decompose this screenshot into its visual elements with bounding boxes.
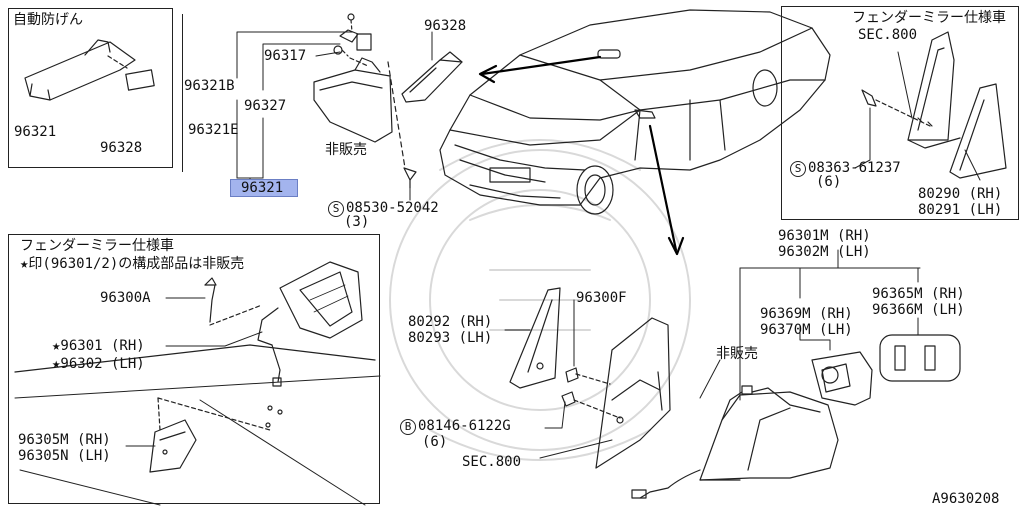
- cover-96328-drawing: [402, 52, 462, 102]
- part-label-96300a: 96300A: [100, 290, 151, 306]
- part-label-96321e: 96321E: [188, 122, 239, 138]
- diagram-id: A9630208: [932, 491, 1000, 507]
- screw-s-prefix-top: S: [790, 161, 806, 177]
- part-label-80293: 80293 (LH): [408, 330, 493, 346]
- part-label-96305n: 96305N (LH): [18, 448, 111, 464]
- fender-mirror-title-bottom: フェンダーミラー仕様車: [20, 238, 174, 254]
- part-label-96321-highlighted[interactable]: 96321: [229, 179, 299, 197]
- part-label-96370m: 96370M (LH): [760, 322, 853, 338]
- auto-dimming-title: 自動防げん: [13, 12, 83, 28]
- part-label-96328-top: 96328: [424, 18, 467, 34]
- inner-mirror-drawing: [314, 14, 416, 188]
- fender-mirror-panel-top: [781, 6, 1019, 220]
- part-label-96302m: 96302M (LH): [778, 244, 871, 260]
- part-label-80291: 80291 (LH): [918, 202, 1003, 218]
- leader-lines-inner-mirror: [237, 32, 432, 200]
- auto-dimming-mirror-drawing: [25, 40, 154, 100]
- part-label-96305m: 96305M (RH): [18, 432, 111, 448]
- fender-mirror-drawing: [15, 262, 380, 505]
- screw-s-prefix: S: [328, 201, 344, 217]
- part-label-96301: ★96301 (RH): [52, 338, 145, 354]
- not-sold-label: 非販売: [325, 142, 367, 158]
- inner-mirror-panel-frame: [182, 14, 346, 172]
- screw-part-number: 08530-52042: [346, 200, 439, 216]
- fender-mirror-panel-bottom: [8, 234, 380, 504]
- bolt-08146-qty: (6): [422, 434, 448, 450]
- part-label-96321: 96321: [14, 124, 57, 140]
- part-label-80290: 80290 (RH): [918, 186, 1003, 202]
- bolt-b-prefix: B: [400, 419, 416, 435]
- screw-08530-qty: (3): [344, 214, 370, 230]
- sec-800-label-top: SEC.800: [858, 27, 918, 43]
- part-label-96369m: 96369M (RH): [760, 306, 853, 322]
- non-sale-note: ★印(96301/2)の構成部品は非販売: [20, 256, 245, 272]
- not-sold-label-door: 非販売: [716, 346, 758, 362]
- screw-08363-part: 08363-61237: [808, 160, 901, 176]
- part-label-80292: 80292 (RH): [408, 314, 493, 330]
- part-label-96300f: 96300F: [576, 290, 627, 306]
- auto-dimming-panel: [8, 8, 173, 168]
- fender-mirror-bracket-drawing: [855, 32, 1006, 180]
- part-label-96327: 96327: [244, 98, 287, 114]
- watermark-emblem: [390, 140, 690, 460]
- pointer-arrows: [480, 57, 683, 254]
- part-label-96365m: 96365M (RH): [872, 286, 965, 302]
- part-label-96366m: 96366M (LH): [872, 302, 965, 318]
- part-label-96301m: 96301M (RH): [778, 228, 871, 244]
- car-illustration: [440, 10, 830, 214]
- part-label-96321b: 96321B: [184, 78, 235, 94]
- door-mirror-drawing: [505, 250, 960, 498]
- part-label-96317: 96317: [264, 48, 307, 64]
- sec-800-label-bottom: SEC.800: [462, 454, 522, 470]
- bolt-08146-part: 08146-6122G: [418, 418, 511, 434]
- fender-mirror-title-top: フェンダーミラー仕様車: [852, 10, 1006, 26]
- screw-08363-qty: (6): [816, 174, 842, 190]
- part-label-96328: 96328: [100, 140, 143, 156]
- part-label-96302: ★96302 (LH): [52, 356, 145, 372]
